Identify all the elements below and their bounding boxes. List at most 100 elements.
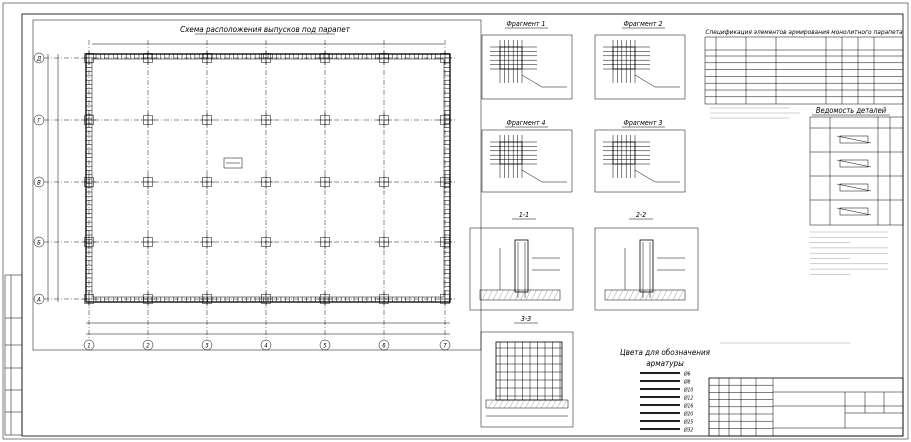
- legend-label: Ø16: [683, 403, 693, 410]
- column-node: [438, 113, 452, 127]
- column-axis-7: 7: [439, 339, 451, 351]
- section-3-3-drawing: [485, 341, 569, 417]
- column-axis-5: 5: [319, 339, 331, 351]
- svg-text:Фрагмент 4: Фрагмент 4: [506, 119, 545, 127]
- legend-item: Ø12: [640, 395, 693, 402]
- column-node: [377, 175, 391, 189]
- column-node: [82, 175, 96, 189]
- fragment-1: Фрагмент 1: [481, 20, 573, 100]
- row-axis-3: В: [33, 176, 45, 188]
- column-node: [259, 292, 273, 306]
- column-node: [200, 235, 214, 249]
- fragment-3: Фрагмент 3: [594, 119, 686, 193]
- legend-item: Ø16: [640, 403, 693, 410]
- legend-label: Ø20: [683, 411, 693, 418]
- axis-lines: [44, 40, 455, 340]
- row-axis-label: А: [36, 297, 41, 304]
- spec-title: Спецификация элементов армирования монол…: [705, 28, 903, 36]
- legend-label: Ø10: [683, 387, 693, 394]
- column-axis-label: 7: [443, 343, 447, 350]
- main-plan-title: Схема расположения выпусков под парапет: [180, 25, 351, 34]
- dimension-lines: [47, 43, 450, 335]
- legend-label: Ø12: [683, 395, 693, 402]
- column-node: [259, 113, 273, 127]
- details-title: Ведомость деталей: [816, 106, 887, 115]
- details-table: Ведомость деталей: [809, 106, 904, 226]
- row-axis-1: Д: [33, 52, 45, 64]
- column-node: [318, 292, 332, 306]
- svg-text:Фрагмент 2: Фрагмент 2: [623, 20, 662, 28]
- column-node: [200, 292, 214, 306]
- column-axis-3: 3: [201, 339, 213, 351]
- legend-label: Ø8: [683, 379, 691, 386]
- svg-text:3-3: 3-3: [521, 315, 531, 323]
- column-axis-6: 6: [378, 339, 390, 351]
- row-axis-label: Г: [37, 118, 41, 125]
- column-axis-label: 1: [87, 343, 90, 350]
- legend-item: Ø6: [640, 371, 691, 378]
- legend-title-line-1: Цвета для обозначения: [620, 348, 711, 357]
- column-node: [318, 51, 332, 65]
- row-axis-label: В: [37, 180, 41, 187]
- title-block: [708, 377, 904, 437]
- column-axis-label: 4: [264, 343, 268, 350]
- slab-outline: [85, 53, 451, 303]
- main-plan-frame: [32, 19, 482, 351]
- column-axis-label: 2: [146, 343, 150, 350]
- level-mark-box: [223, 157, 243, 169]
- row-axis-label: Д: [36, 56, 41, 63]
- column-axis-label: 6: [382, 343, 386, 350]
- column-node: [318, 113, 332, 127]
- legend-item: Ø8: [640, 379, 691, 386]
- fragment-2: Фрагмент 2: [594, 20, 686, 100]
- edge-rebar-ticks: [86, 54, 450, 302]
- column-axes: 1 2 3 4 5 6 7: [83, 339, 451, 351]
- section-3-3: 3-3: [480, 315, 574, 428]
- main-plan: Схема расположения выпусков под парапет …: [32, 19, 482, 351]
- legend-title-line-2: арматуры: [646, 359, 684, 368]
- row-axis-label: Б: [37, 240, 41, 247]
- column-axis-1: 1: [83, 339, 95, 351]
- column-axis-label: 3: [205, 343, 209, 350]
- column-node: [141, 235, 155, 249]
- column-node: [259, 235, 273, 249]
- left-margin-strip: [4, 274, 23, 436]
- svg-text:2-2: 2-2: [636, 211, 646, 219]
- fragment-4: Фрагмент 4: [481, 119, 573, 193]
- column-node: [82, 292, 96, 306]
- column-nodes: [82, 51, 452, 306]
- column-axis-label: 5: [323, 343, 327, 350]
- legend-item: Ø25: [640, 419, 693, 426]
- column-node: [82, 51, 96, 65]
- specification-table: Спецификация элементов армирования монол…: [704, 28, 904, 119]
- legend-label: Ø25: [683, 419, 693, 426]
- column-node: [82, 235, 96, 249]
- legend-label: Ø6: [683, 371, 691, 378]
- details-notes: [810, 231, 888, 275]
- column-node: [377, 235, 391, 249]
- column-node: [141, 113, 155, 127]
- column-axis-4: 4: [260, 339, 272, 351]
- column-node: [377, 113, 391, 127]
- row-axes: Д Г В Б А: [33, 52, 45, 305]
- column-node: [200, 51, 214, 65]
- section-2-2: 2-2: [594, 211, 699, 311]
- svg-text:Фрагмент 3: Фрагмент 3: [623, 119, 662, 127]
- column-node: [438, 175, 452, 189]
- column-node: [438, 292, 452, 306]
- row-axis-4: Б: [33, 236, 45, 248]
- section-1-1: 1-1: [469, 211, 574, 311]
- sheet-inner-frame: [21, 13, 904, 437]
- column-node: [318, 175, 332, 189]
- row-axis-2: Г: [33, 114, 45, 126]
- legend-label: Ø32: [683, 427, 693, 434]
- column-node: [259, 51, 273, 65]
- column-node: [200, 175, 214, 189]
- svg-text:Фрагмент 1: Фрагмент 1: [506, 20, 545, 28]
- svg-text:1-1: 1-1: [519, 211, 529, 219]
- column-node: [141, 175, 155, 189]
- column-node: [259, 175, 273, 189]
- column-node: [438, 51, 452, 65]
